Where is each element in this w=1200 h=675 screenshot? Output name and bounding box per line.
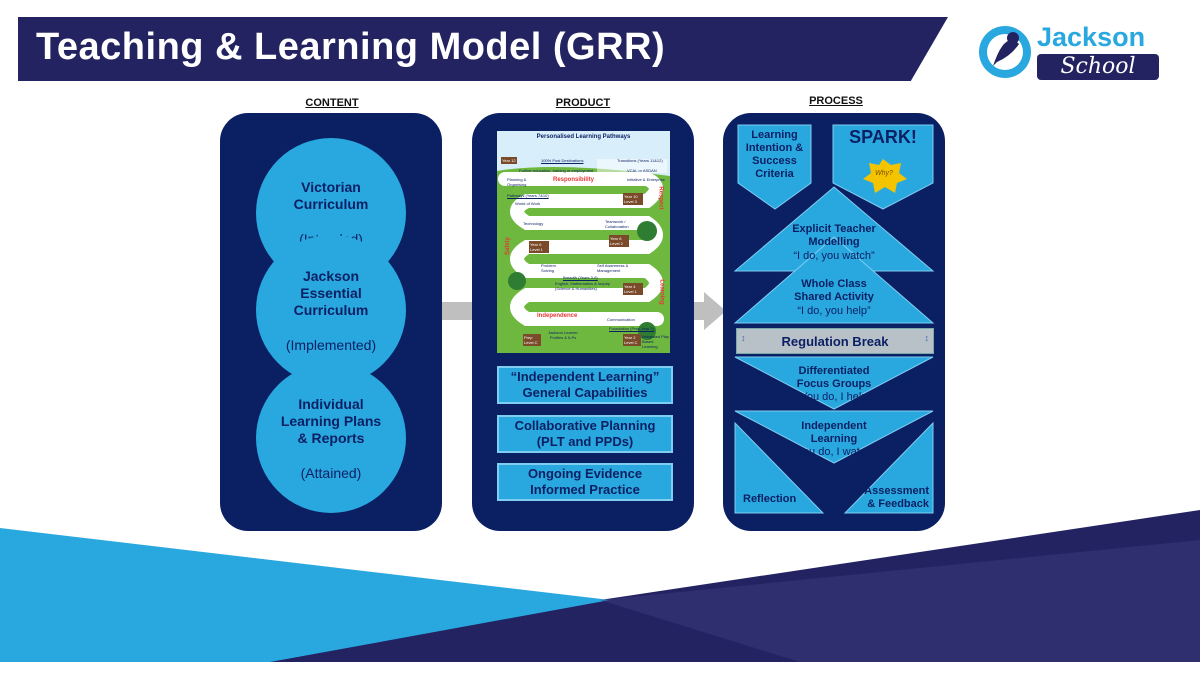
pathway-planning: Planning & Organising: [507, 177, 527, 187]
pathway-initiative: Initiative & Enterprise: [627, 177, 665, 182]
pathway-jlp: Jackson Learner Profiles & ILPs: [548, 330, 578, 340]
differentiated-groups: Differentiated Focus Groups: [796, 365, 872, 390]
logo-text-2: School: [1037, 54, 1159, 80]
spark-label: SPARK!: [849, 127, 917, 147]
pathway-prep: Prep Level C: [523, 334, 541, 346]
school-logo: Jackson School: [975, 22, 1165, 84]
pathway-vcal: VCAL or ASDAN: [627, 168, 657, 173]
pathway-year2: Year 2 Level C: [623, 334, 641, 346]
process-shapes: [733, 124, 935, 514]
product-box-capabilities: “Independent Learning” General Capabilit…: [497, 366, 673, 404]
pathway-year10: Year 10 Level 3: [623, 193, 643, 205]
pathway-pathways: Pathways (Years 7&10): [507, 193, 549, 198]
explicit-modelling: Explicit Teacher Modelling: [792, 223, 876, 248]
product-box-evidence: Ongoing Evidence Informed Practice: [497, 463, 673, 501]
independent-quote: “You do, I watch”: [792, 446, 876, 458]
pathway-selfaware: Self Awareness & Management: [597, 263, 629, 273]
circle-label: Individual Learning Plans & Reports: [280, 395, 382, 446]
pathway-breadth: Breadth (Years 3-6): [563, 275, 598, 280]
pathway-year12: Year 12: [501, 157, 517, 164]
process-panel: Learning Intention & Success Criteria SP…: [723, 113, 945, 531]
pathway-learning: Learning: [658, 279, 665, 305]
pathway-world: World of Work: [515, 201, 541, 206]
pathway-year6: Year 6 Level 1: [529, 241, 549, 253]
pathway-respect: Respect: [657, 186, 664, 210]
circle-label: Jackson Essential Curriculum: [293, 267, 369, 318]
pathway-foundation: Foundation (Prep-Year 2): [609, 326, 654, 331]
pathway-destinations: 100% Post Destinations: [541, 158, 584, 163]
pathway-safety: Safety: [505, 236, 512, 256]
arrow-updown-icon: ↕: [741, 333, 746, 343]
pathway-title: Personalised Learning Pathways: [536, 134, 631, 140]
assessment-label: Assessment & Feedback: [864, 485, 929, 510]
title-bar: [18, 17, 948, 81]
circle-ilp: Individual Learning Plans & Reports (Att…: [256, 363, 406, 513]
pathway-independence: Independence: [537, 313, 578, 319]
explicit-quote: “I do, you watch”: [793, 250, 875, 262]
heading-process: PROCESS: [809, 95, 863, 107]
pathway-image: Personalised Learning Pathways Year 12 1…: [497, 131, 670, 353]
product-box-planning: Collaborative Planning (PLT and PPDs): [497, 415, 673, 453]
circle-note: (Implemented): [285, 336, 377, 353]
spark-why: Why?: [875, 170, 893, 177]
pathway-year8: Year 8 Level 2: [609, 235, 629, 247]
pathway-responsibility: Responsibility: [553, 177, 595, 183]
learning-intention: Learning Intention & Success Criteria: [745, 129, 804, 180]
circle-jackson: Jackson Essential Curriculum (Implemente…: [256, 235, 406, 385]
pathway-further: Further education, training or employmen…: [519, 168, 594, 173]
regulation-break: ↕ Regulation Break ↕: [736, 328, 934, 354]
product-panel: Personalised Learning Pathways Year 12 1…: [472, 113, 694, 531]
arrow-updown-icon: ↕: [924, 333, 930, 343]
pathway-communication: Communication: [607, 317, 635, 322]
whole-class-quote: “I do, you help”: [797, 305, 871, 317]
pathway-problem: Problem Solving: [541, 263, 556, 273]
circle-note: (Attained): [300, 464, 362, 481]
heading-content: CONTENT: [305, 97, 359, 109]
regulation-label: Regulation Break: [781, 333, 889, 349]
arrow-content-product: [440, 302, 472, 320]
reflection-label: Reflection: [743, 493, 797, 505]
differentiated-quote: “You do, I help”: [796, 391, 872, 403]
heading-product: PRODUCT: [555, 97, 611, 109]
logo-text-1: Jackson: [1037, 22, 1146, 52]
circle-label: Victorian Curriculum: [293, 179, 369, 212]
pathway-year4: Year 4 Level 1: [623, 283, 643, 295]
pathway-teamwork: Teamwork / Collaboration: [605, 219, 629, 229]
content-panel: Victorian Curriculum (Intended) Jackson …: [220, 113, 442, 531]
page-title: Teaching & Learning Model (GRR): [36, 26, 666, 68]
pathway-technology: Technology: [523, 221, 544, 226]
whole-class: Whole Class Shared Activity: [794, 278, 874, 303]
independent-learning: Independent Learning: [801, 420, 867, 445]
logo-mark-icon: [979, 26, 1031, 78]
arrow-head-icon: [704, 292, 726, 330]
pathway-transitions: Transitions (Years 11&12): [617, 158, 663, 163]
pathway-integrated: Integrated Play Based Learning: [642, 334, 669, 349]
pathway-english: English, Mathematics & Inquiry (Science …: [555, 281, 610, 291]
